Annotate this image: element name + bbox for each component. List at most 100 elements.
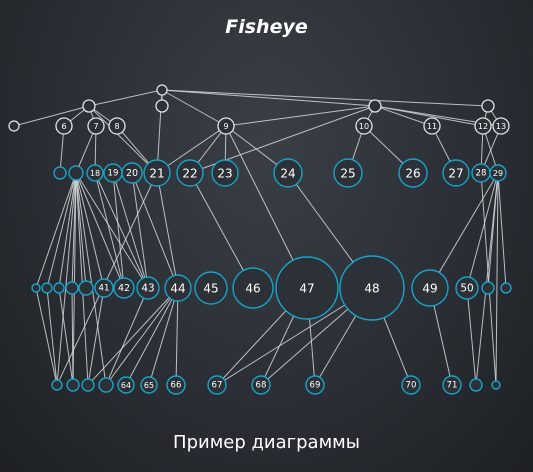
node-b2[interactable] (68, 165, 84, 181)
node-47[interactable]: 47 (275, 256, 339, 320)
node-label: 11 (427, 122, 437, 131)
node-44[interactable]: 44 (164, 274, 192, 302)
node-circle (51, 379, 63, 391)
node-circle (333, 158, 363, 188)
node-45[interactable]: 45 (194, 271, 228, 305)
node-h3[interactable] (368, 99, 382, 113)
node-d3[interactable] (81, 378, 95, 392)
node-23[interactable]: 23 (211, 159, 239, 187)
node-circle (481, 281, 495, 295)
node-67[interactable]: 67 (207, 375, 227, 395)
edge-c2-d1 (46, 287, 58, 386)
node-h2[interactable] (155, 99, 169, 113)
node-label: 28 (476, 169, 487, 179)
node-65[interactable]: 65 (140, 376, 158, 394)
edge-h3-n11 (374, 105, 433, 127)
node-50[interactable]: 50 (455, 276, 479, 300)
node-label: 29 (493, 169, 503, 178)
node-46[interactable]: 46 (232, 267, 274, 309)
edge-n19-n43 (112, 172, 149, 289)
node-d4[interactable] (98, 377, 114, 393)
node-h4[interactable] (481, 99, 495, 113)
node-70[interactable]: 70 (401, 375, 421, 395)
node-20[interactable]: 20 (121, 162, 143, 184)
node-13[interactable]: 13 (492, 117, 510, 135)
node-c7[interactable] (500, 282, 512, 294)
node-b1[interactable] (53, 166, 67, 180)
node-circle (66, 378, 80, 392)
node-24[interactable]: 24 (273, 158, 303, 188)
node-label: 7 (93, 122, 98, 131)
edge-b2-c5 (75, 172, 87, 289)
node-label: 49 (422, 282, 437, 296)
node-c4[interactable] (65, 281, 79, 295)
node-d1[interactable] (51, 379, 63, 391)
node-9[interactable]: 9 (217, 117, 235, 135)
node-28[interactable]: 28 (471, 163, 491, 183)
node-circle (232, 267, 274, 309)
node-d2[interactable] (66, 378, 80, 392)
node-c2[interactable] (41, 282, 53, 294)
node-label: 42 (118, 283, 130, 294)
node-circle (156, 84, 168, 96)
edge-n18-n42 (94, 172, 125, 289)
edge-c3-d2 (58, 287, 74, 386)
node-71[interactable]: 71 (442, 375, 462, 395)
node-h1[interactable] (82, 99, 96, 113)
node-41[interactable]: 41 (94, 278, 114, 298)
node-42[interactable]: 42 (113, 277, 135, 299)
node-circle (442, 375, 462, 395)
node-label: 9 (223, 122, 228, 131)
node-19[interactable]: 19 (103, 163, 123, 183)
node-18[interactable]: 18 (86, 164, 104, 182)
edge-b2-d4 (75, 172, 107, 386)
node-c1[interactable] (31, 283, 41, 293)
node-68[interactable]: 68 (251, 375, 271, 395)
node-c6[interactable] (481, 281, 495, 295)
node-c5[interactable] (78, 280, 94, 296)
node-29[interactable]: 29 (489, 164, 507, 182)
node-r0[interactable] (156, 84, 168, 96)
node-66[interactable]: 66 (166, 375, 186, 395)
node-22[interactable]: 22 (176, 159, 204, 187)
node-48[interactable]: 48 (339, 255, 405, 321)
node-label: 44 (170, 282, 185, 296)
node-circle (275, 256, 339, 320)
node-25[interactable]: 25 (333, 158, 363, 188)
node-label: 68 (256, 381, 267, 391)
node-circle (368, 99, 382, 113)
node-64[interactable]: 64 (117, 376, 135, 394)
node-49[interactable]: 49 (411, 269, 449, 307)
node-circle (217, 117, 235, 135)
node-c3[interactable] (53, 282, 65, 294)
node-8[interactable]: 8 (108, 117, 126, 135)
node-circle (121, 162, 143, 184)
node-10[interactable]: 10 (355, 117, 373, 135)
edge-b2-n41 (75, 172, 105, 289)
node-26[interactable]: 26 (398, 158, 428, 188)
edge-r0-h4 (161, 89, 489, 107)
node-43[interactable]: 43 (136, 276, 160, 300)
node-d5[interactable] (469, 378, 483, 392)
node-label: 18 (90, 169, 100, 178)
node-circle (164, 274, 192, 302)
node-circle (86, 164, 104, 182)
node-11[interactable]: 11 (423, 117, 441, 135)
node-6[interactable]: 6 (55, 117, 73, 135)
node-21[interactable]: 21 (143, 159, 171, 187)
edge-h1-n21 (88, 105, 158, 174)
node-d6[interactable] (491, 380, 501, 390)
node-12[interactable]: 12 (474, 117, 492, 135)
node-circle (251, 375, 271, 395)
node-27[interactable]: 27 (442, 159, 470, 187)
node-circle (273, 158, 303, 188)
node-69[interactable]: 69 (305, 375, 325, 395)
node-circle (474, 117, 492, 135)
edge-n22-n46 (189, 172, 254, 289)
edge-n29-d6 (495, 172, 499, 386)
node-a1[interactable] (8, 120, 20, 132)
edge-r0-n9 (161, 89, 227, 127)
node-7[interactable]: 7 (87, 117, 105, 135)
